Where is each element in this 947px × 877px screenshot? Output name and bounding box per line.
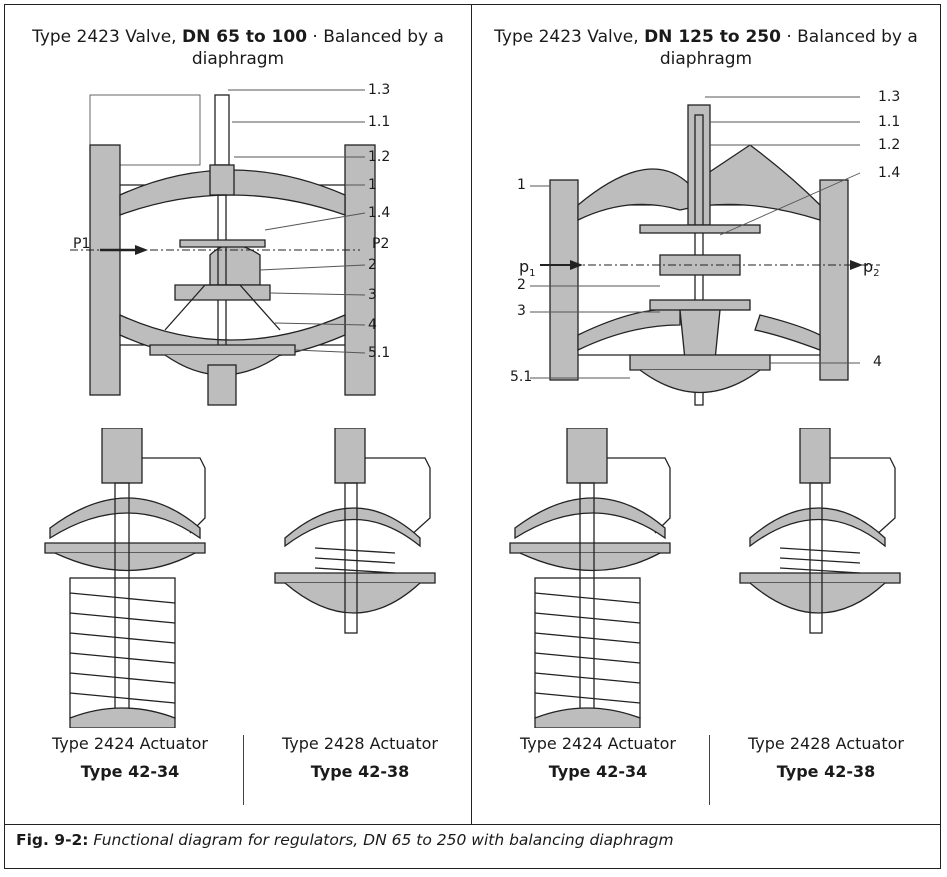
actuator-drawing-42-38-left xyxy=(274,428,436,634)
actuator-drawing-42-38-right xyxy=(739,428,901,634)
figure-caption: Fig. 9-2: Functional diagram for regulat… xyxy=(16,831,674,849)
callout-1-1: 1.1 xyxy=(368,114,391,130)
figure-caption-text: Functional diagram for regulators, DN 65… xyxy=(93,831,674,849)
flow-label-p1-right: p1 xyxy=(519,257,536,280)
callout-1-2: 1.2 xyxy=(368,149,391,165)
actuator-name-3: Type 2424 Actuator xyxy=(520,734,676,753)
callout-r-1-4: 1.4 xyxy=(878,165,901,181)
caption-divider-left xyxy=(243,735,244,805)
callout-r-1-2: 1.2 xyxy=(878,137,901,153)
actuator-drawing-42-34-left xyxy=(44,428,206,728)
panel-divider xyxy=(471,4,472,825)
callout-1-4: 1.4 xyxy=(368,205,391,221)
figure-frame xyxy=(4,4,941,869)
flow-label-p2: P2 xyxy=(372,236,390,252)
actuator-type-3: Type 42-34 xyxy=(548,762,648,781)
actuator-type-4: Type 42-38 xyxy=(776,762,876,781)
actuator-name-1: Type 2424 Actuator xyxy=(52,734,208,753)
callout-4: 4 xyxy=(368,317,377,333)
callout-r-1: 1 xyxy=(517,177,526,193)
actuator-name-2: Type 2428 Actuator xyxy=(282,734,438,753)
actuator-type-1: Type 42-34 xyxy=(80,762,180,781)
callout-1: 1 xyxy=(368,177,377,193)
caption-divider xyxy=(4,824,941,825)
actuator-drawing-42-34-right xyxy=(509,428,671,728)
callout-r-3: 3 xyxy=(517,303,526,319)
caption-divider-right xyxy=(709,735,710,805)
flow-label-p2-right: p2 xyxy=(863,257,880,280)
flow-label-p1: P1 xyxy=(73,236,91,252)
panel-title-left: Type 2423 Valve, DN 65 to 100 · Balanced… xyxy=(32,27,444,69)
callout-5-1: 5.1 xyxy=(368,345,391,361)
panel-title-right: Type 2423 Valve, DN 125 to 250 · Balance… xyxy=(494,27,918,69)
callout-3: 3 xyxy=(368,287,377,303)
callout-r-5-1: 5.1 xyxy=(510,369,533,385)
callout-r-2: 2 xyxy=(517,277,526,293)
callout-r-1-3: 1.3 xyxy=(878,89,901,105)
actuator-type-2: Type 42-38 xyxy=(310,762,410,781)
callout-2: 2 xyxy=(368,257,377,273)
callout-r-4: 4 xyxy=(873,354,882,370)
valve-drawing-dn65-100 xyxy=(70,89,376,406)
callout-r-1-1: 1.1 xyxy=(878,114,901,130)
callout-1-3: 1.3 xyxy=(368,82,391,98)
figure-number: Fig. 9-2: xyxy=(16,831,89,849)
actuator-name-4: Type 2428 Actuator xyxy=(748,734,904,753)
valve-drawing-dn125-250 xyxy=(530,96,880,406)
